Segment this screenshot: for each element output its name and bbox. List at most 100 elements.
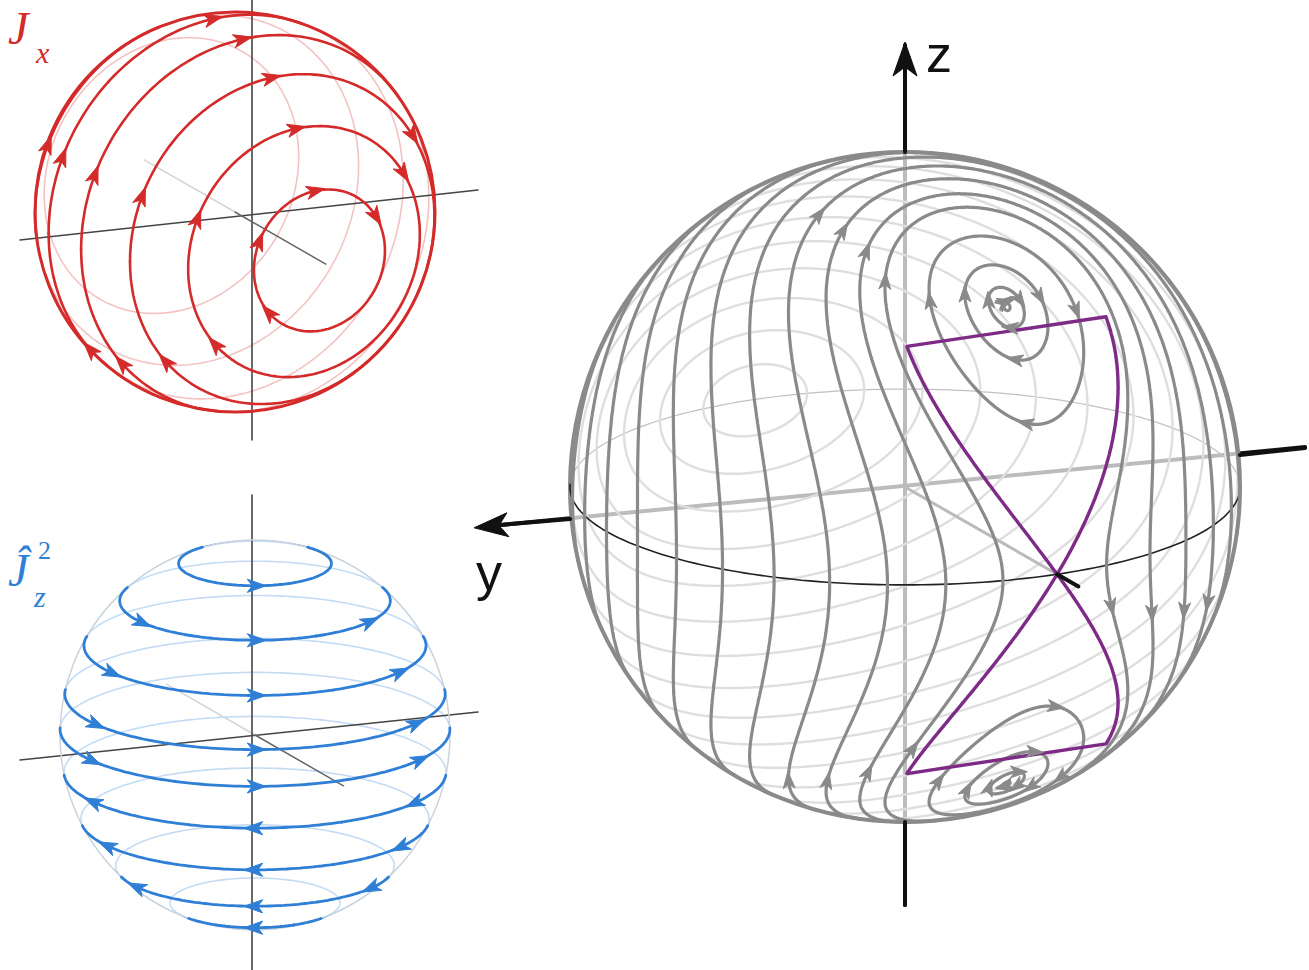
flow-arrowhead	[247, 634, 266, 647]
jz2-flow-line	[341, 690, 445, 744]
z-axis-line	[251, 495, 253, 970]
flow-arrowhead	[893, 42, 917, 76]
flow-arrowhead	[86, 166, 99, 186]
sphere-surface	[60, 540, 450, 930]
y-axis-line	[500, 519, 570, 525]
jx-flow-line	[35, 214, 36, 237]
jz2-flow-line	[84, 636, 333, 695]
energy-contour	[860, 584, 946, 822]
flow-arrowhead	[958, 782, 971, 800]
jz2-flow-line	[316, 588, 390, 637]
sphere-outline	[60, 540, 450, 930]
energy-contour	[637, 176, 780, 546]
flow-arrowhead	[244, 921, 263, 934]
flow-arrowhead	[250, 232, 263, 252]
z-axis-line	[903, 822, 907, 905]
operator-subscript: x	[36, 38, 49, 68]
energy-contour	[673, 559, 697, 750]
jx-flow-line	[49, 15, 303, 234]
front-lines	[60, 540, 450, 930]
jz2-flow-line	[333, 636, 426, 690]
flow-arrowhead	[858, 243, 869, 261]
flow-arrowhead	[1006, 355, 1024, 367]
flow-arrowhead	[131, 613, 151, 627]
flow-arrowhead	[1068, 301, 1080, 319]
flow-arrowhead	[903, 741, 918, 758]
flow-arrowhead	[101, 663, 121, 677]
outer-axes	[474, 42, 1305, 905]
flow-arrowhead	[783, 772, 795, 789]
flow-arrowhead	[188, 210, 201, 230]
flow-arrowhead	[85, 715, 105, 729]
energy-contour	[789, 166, 1214, 689]
flow-arrowhead	[359, 618, 379, 632]
energy-contour	[965, 265, 1048, 360]
flow-arrowhead	[983, 291, 995, 308]
flow-arrowhead	[261, 73, 281, 86]
jz2-flow-line	[189, 919, 294, 928]
flow-arrowhead	[244, 863, 263, 876]
flow-arrowhead	[247, 780, 266, 793]
flow-arrowhead	[820, 772, 832, 790]
jz2-flow-line	[334, 826, 428, 865]
y-axis-line	[1240, 448, 1305, 455]
sphere-surface	[570, 152, 1240, 822]
flow-arrowhead	[366, 205, 382, 224]
flow-arrowhead	[392, 837, 412, 851]
flow-arrowhead	[929, 774, 944, 791]
energy-contour	[826, 585, 887, 819]
arrows	[783, 208, 1215, 800]
flow-arrowhead	[247, 579, 266, 592]
flow-arrowhead	[879, 272, 891, 289]
flow-arrowhead	[925, 292, 937, 310]
flow-arrowhead	[84, 798, 104, 812]
energy-contour	[585, 253, 666, 516]
flow-arrowhead	[53, 148, 66, 168]
jx-flow-line	[49, 233, 108, 366]
flow-arrowhead	[362, 878, 382, 892]
energy-contour	[1109, 221, 1240, 535]
flow-arrowhead	[133, 187, 146, 207]
flow-arrowhead	[1024, 777, 1041, 792]
sphere-outline	[35, 12, 435, 412]
flow-arrowhead	[1104, 598, 1116, 616]
operator-symbol: J	[8, 6, 28, 52]
arrows	[39, 14, 418, 374]
flow-arrowhead	[1011, 290, 1026, 307]
arrows	[81, 579, 429, 934]
flow-arrowhead	[305, 186, 325, 199]
energy-contour	[750, 157, 1232, 629]
jx-flow-line	[81, 35, 398, 249]
energy-contour	[585, 516, 603, 631]
jz2-flow-line	[342, 775, 446, 822]
flow-arrowhead	[405, 720, 425, 734]
flow-arrowhead	[1047, 700, 1065, 712]
flow-arrowhead	[1179, 602, 1191, 619]
energy-contour	[885, 207, 1128, 787]
flow-arrowhead	[244, 822, 263, 835]
jz2-flow-line	[65, 690, 342, 750]
jx-flow-line	[188, 126, 420, 377]
jx-flow-line	[130, 74, 434, 293]
flow-arrowhead	[247, 743, 266, 756]
jz2-flow-line	[122, 877, 319, 906]
flow-arrowhead	[81, 751, 101, 765]
front-lines	[35, 12, 435, 412]
energy-contour	[789, 582, 830, 809]
jz2-flow-line	[179, 547, 290, 586]
jz2-flow-line	[82, 826, 334, 870]
energy-contour	[637, 546, 661, 718]
separatrix	[907, 574, 1118, 773]
flow-arrowhead	[393, 162, 409, 181]
axis-label: z	[926, 28, 952, 80]
jz2-flow-line	[344, 728, 450, 780]
z-axis-line	[251, 0, 253, 440]
flow-arrowhead	[159, 354, 177, 372]
flow-arrowhead	[834, 223, 848, 241]
jz2-flow-line	[60, 728, 343, 787]
sphere-outline	[570, 152, 1240, 822]
flow-arrowhead	[247, 689, 266, 702]
energy-contour	[607, 532, 631, 680]
flow-arrowhead	[474, 513, 509, 537]
